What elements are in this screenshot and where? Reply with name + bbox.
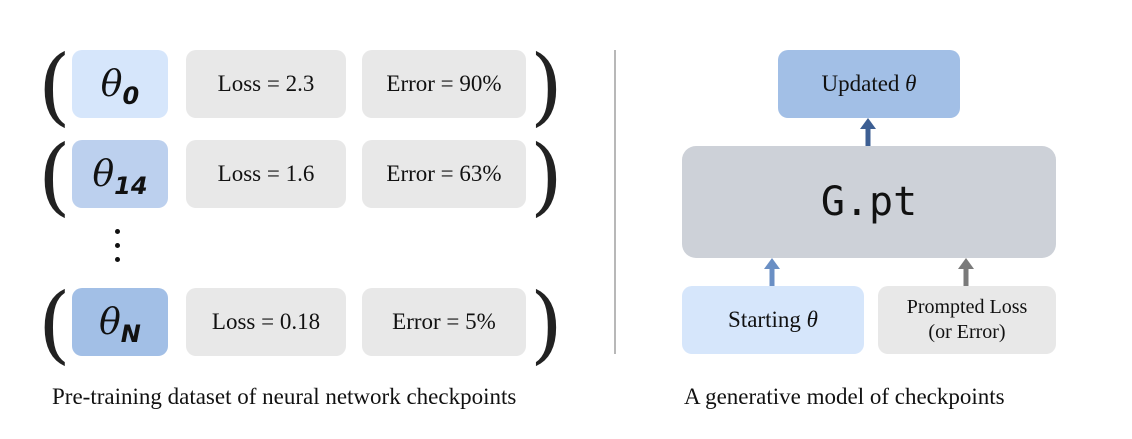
- close-paren: ): [530, 275, 563, 373]
- gpt-model-box: G.pt: [682, 146, 1056, 258]
- close-paren: ): [530, 37, 563, 135]
- theta-symbol: θ: [905, 71, 917, 96]
- vertical-ellipsis: [110, 229, 124, 271]
- starting-theta-box: Starting θ: [682, 286, 864, 354]
- theta-symbol: θ: [100, 63, 123, 105]
- up-arrow-icon: [860, 118, 876, 146]
- theta-subscript: N: [120, 320, 141, 348]
- updated-theta-label: Updated: [821, 71, 900, 96]
- theta-subscript: 14: [114, 172, 148, 200]
- theta-subscript: 0: [122, 82, 140, 110]
- error-value: Error = 63%: [386, 161, 502, 186]
- loss-box: Loss = 0.18: [186, 288, 346, 356]
- close-paren: ): [530, 127, 563, 225]
- prompted-loss-box: Prompted Loss (or Error): [878, 286, 1056, 354]
- open-paren: (: [38, 37, 71, 135]
- up-arrow-icon: [764, 258, 780, 286]
- loss-box: Loss = 2.3: [186, 50, 346, 118]
- model-label: G.pt: [820, 179, 918, 225]
- dataset-caption: Pre-training dataset of neural network c…: [52, 384, 517, 409]
- updated-theta-box: Updated θ: [778, 50, 960, 118]
- error-box: Error = 5%: [362, 288, 526, 356]
- up-arrow-icon: [958, 258, 974, 286]
- or-error-label: (or Error): [928, 321, 1006, 343]
- error-box: Error = 63%: [362, 140, 526, 208]
- loss-box: Loss = 1.6: [186, 140, 346, 208]
- starting-theta-label: Starting: [728, 307, 801, 332]
- theta-symbol: θ: [99, 301, 121, 343]
- loss-value: Loss = 0.18: [211, 309, 321, 334]
- panel-divider: [614, 50, 616, 354]
- model-caption: A generative model of checkpoints: [684, 384, 1005, 409]
- error-box: Error = 90%: [362, 50, 526, 118]
- error-value: Error = 90%: [386, 71, 502, 96]
- theta-symbol: θ: [806, 307, 818, 332]
- open-paren: (: [38, 275, 71, 373]
- loss-value: Loss = 2.3: [217, 71, 315, 96]
- loss-value: Loss = 1.6: [217, 161, 315, 186]
- open-paren: (: [38, 127, 71, 225]
- theta-symbol: θ: [92, 153, 115, 195]
- error-value: Error = 5%: [392, 309, 496, 334]
- prompted-loss-label: Prompted Loss: [906, 296, 1028, 318]
